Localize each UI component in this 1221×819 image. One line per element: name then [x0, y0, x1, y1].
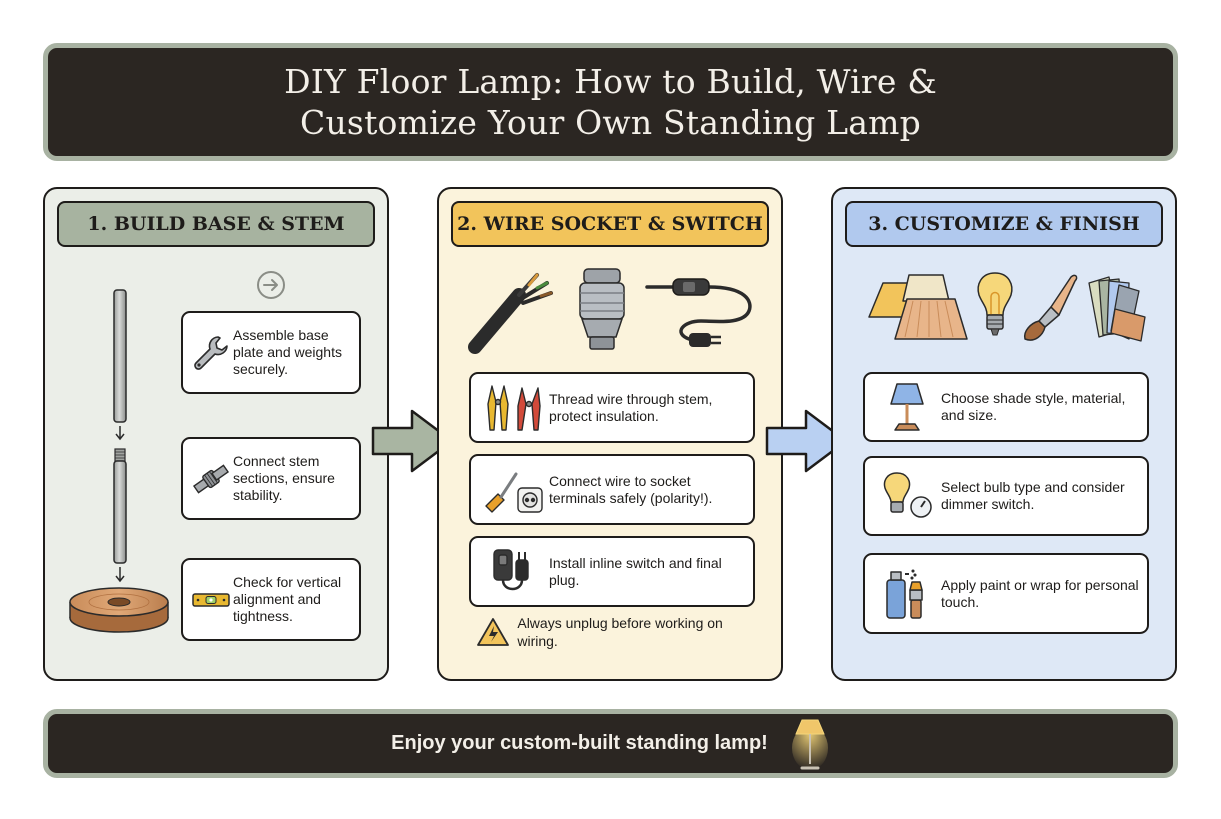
step-text: Install inline switch and final plug. — [549, 554, 722, 588]
bulb-dimmer-icon — [873, 469, 941, 523]
step-card: Connect wire to socket terminals safely … — [469, 454, 755, 525]
stem-section-icon — [113, 289, 127, 423]
step-text: Check for vertical alignment and tightne… — [233, 574, 342, 624]
panel-heading: 3. CUSTOMIZE & FINISH — [845, 201, 1163, 247]
inline-switch-cord-icon — [645, 278, 752, 347]
title-banner: DIY Floor Lamp: How to Build, Wire & Cus… — [43, 43, 1178, 161]
step-card: Thread wire through stem, protect insula… — [469, 372, 755, 443]
lamp-socket-icon — [579, 268, 625, 350]
title-line-1: DIY Floor Lamp: How to Build, Wire & — [284, 62, 937, 101]
page-title: DIY Floor Lamp: How to Build, Wire & Cus… — [284, 61, 937, 143]
light-bulb-icon — [977, 272, 1013, 336]
step-text: Assemble base plate and weights securely… — [233, 327, 342, 377]
screwdriver-outlet-icon — [479, 464, 549, 516]
panel-customize-finish: 3. CUSTOMIZE & FINISH — [831, 187, 1177, 681]
table-lamp-icon — [873, 380, 941, 434]
arrow-right-icon — [765, 409, 848, 473]
spray-paint-brush-icon — [873, 566, 941, 622]
warning-text: Always unplug before working on wiring. — [517, 615, 723, 649]
lamp-shades-icon — [868, 274, 968, 340]
step-card: Install inline switch and final plug. — [469, 536, 755, 607]
panel-wire-socket-switch: 2. WIRE SOCKET & SWITCH — [437, 187, 783, 681]
step-text: Connect stem sections, ensure stability. — [233, 453, 335, 503]
step-text: Select bulb type and consider dimmer swi… — [941, 479, 1125, 512]
high-voltage-warning-icon — [469, 616, 517, 648]
color-swatches-icon — [1088, 276, 1146, 342]
pliers-icon — [479, 382, 549, 434]
title-line-2: Customize Your Own Standing Lamp — [300, 103, 921, 142]
spirit-level-icon — [189, 580, 233, 620]
arrow-down-icon — [115, 567, 125, 583]
step-card: Check for vertical alignment and tightne… — [181, 558, 361, 641]
step-card: Apply paint or wrap for personal touch. — [863, 553, 1149, 634]
stem-section-icon — [113, 460, 127, 564]
footer-text: Enjoy your custom-built standing lamp! — [391, 732, 768, 754]
step-text: Choose shade style, material, and size. — [941, 390, 1126, 423]
arrow-right-icon — [371, 409, 454, 473]
safety-warning: Always unplug before working on wiring. — [469, 614, 759, 650]
step-card: Choose shade style, material, and size. — [863, 372, 1149, 442]
switch-plug-icon — [479, 546, 549, 598]
arrow-down-icon — [115, 426, 125, 441]
lamp-stem-assembly-illustration — [69, 289, 169, 633]
floor-lamp-icon — [791, 719, 828, 770]
circle-arrow-icon — [257, 271, 285, 299]
step-card: Connect stem sections, ensure stability. — [181, 437, 361, 520]
panel-build-base-stem: 1. BUILD BASE & STEM — [43, 187, 389, 681]
electrical-wire-icon — [468, 273, 553, 354]
panel-heading: 1. BUILD BASE & STEM — [57, 201, 375, 247]
wrench-icon — [189, 333, 233, 373]
step-text: Apply paint or wrap for personal touch. — [941, 576, 1139, 610]
footer-banner: Enjoy your custom-built standing lamp! — [43, 709, 1178, 778]
paint-brush-icon — [1023, 274, 1078, 341]
panel-heading: 2. WIRE SOCKET & SWITCH — [451, 201, 769, 247]
step-card: Select bulb type and consider dimmer swi… — [863, 456, 1149, 536]
pipe-coupling-icon — [189, 459, 233, 499]
step-card: Assemble base plate and weights securely… — [181, 311, 361, 394]
step-text: Connect wire to socket terminals safely … — [549, 472, 713, 506]
step-text: Thread wire through stem, protect insula… — [549, 390, 713, 424]
